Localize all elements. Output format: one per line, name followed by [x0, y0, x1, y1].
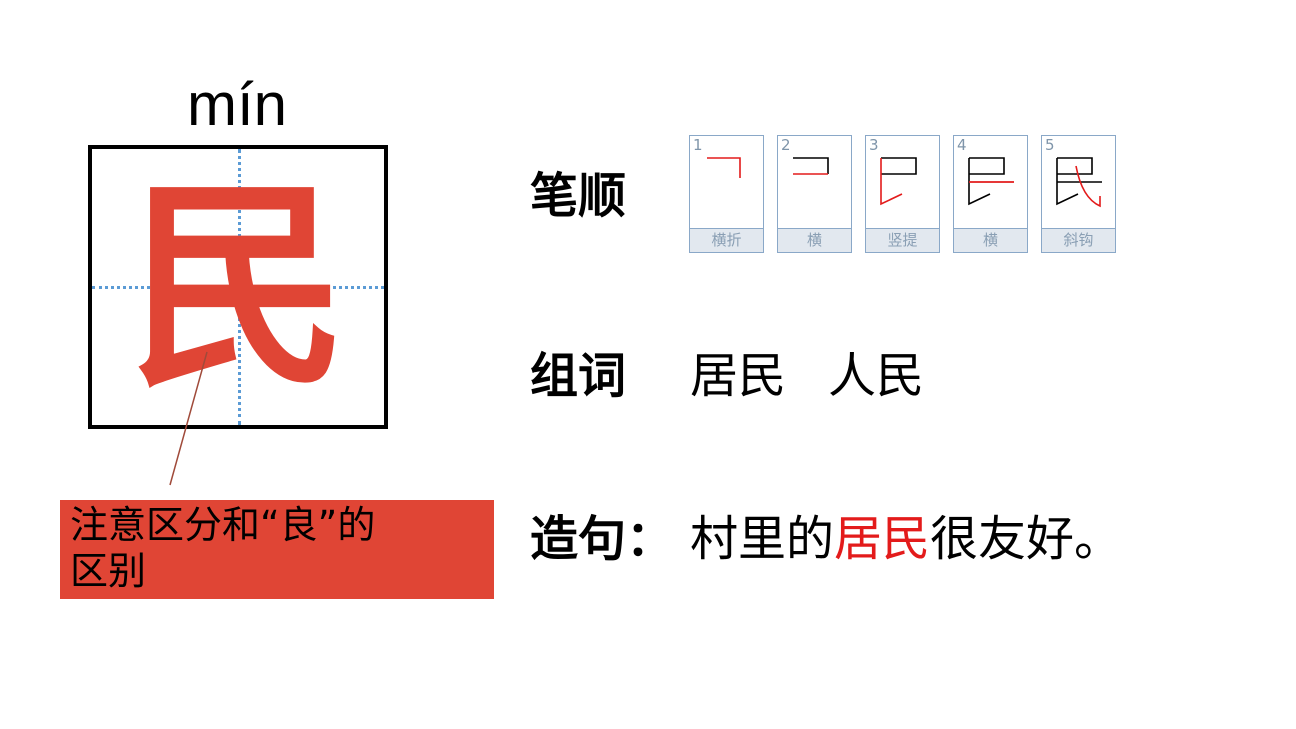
main-character: 民 [127, 157, 348, 416]
stroke-card: 1 横折 [689, 135, 764, 253]
sentence-suffix: 很友好。 [930, 511, 1123, 567]
stroke-number: 5 [1045, 136, 1055, 154]
stroke-name: 斜钩 [1042, 228, 1115, 252]
stroke-card: 3 竖提 [865, 135, 940, 253]
stroke-4-diagram-icon [968, 157, 1014, 206]
sentence-prefix: 村里的 [690, 511, 835, 567]
horizontal-guide-line [92, 286, 384, 289]
stroke-card: 4 横 [953, 135, 1028, 253]
stroke-name: 横 [954, 228, 1027, 252]
stroke-name: 横 [778, 228, 851, 252]
character-grid: 民 [88, 145, 388, 429]
stroke-order-list: 1 横折 2 横 3 竖提 4 横 5 [689, 135, 1116, 253]
stroke-1-diagram-icon [707, 157, 741, 178]
note-callout: 注意区分和“良”的 区别 [60, 500, 494, 599]
stroke-number: 2 [781, 136, 791, 154]
stroke-name: 竖提 [866, 228, 939, 252]
example-sentence: 村里的居民很友好。 [690, 509, 1122, 569]
stroke-5-diagram-icon [1056, 157, 1102, 208]
stroke-number: 4 [957, 136, 967, 154]
note-text-line1: 注意区分和“良”的 [70, 503, 376, 547]
stroke-2-diagram-icon [793, 157, 829, 175]
stroke-3-diagram-icon [880, 157, 917, 206]
stroke-name: 横折 [690, 228, 763, 252]
stroke-card: 5 斜钩 [1041, 135, 1116, 253]
word-item: 人民 [828, 348, 925, 404]
stroke-order-label: 笔顺 [530, 168, 627, 224]
note-text-line2: 区别 [70, 549, 147, 593]
stroke-number: 3 [869, 136, 879, 154]
word-item: 居民 [690, 348, 787, 404]
sentence-highlight: 居民 [834, 511, 931, 567]
pinyin: mín [186, 71, 288, 138]
sentence-label: 造句： [530, 511, 675, 567]
stroke-card: 2 横 [777, 135, 852, 253]
word-list: 居民人民 [690, 346, 966, 406]
stroke-number: 1 [693, 136, 703, 154]
word-building-label: 组词 [530, 348, 627, 404]
